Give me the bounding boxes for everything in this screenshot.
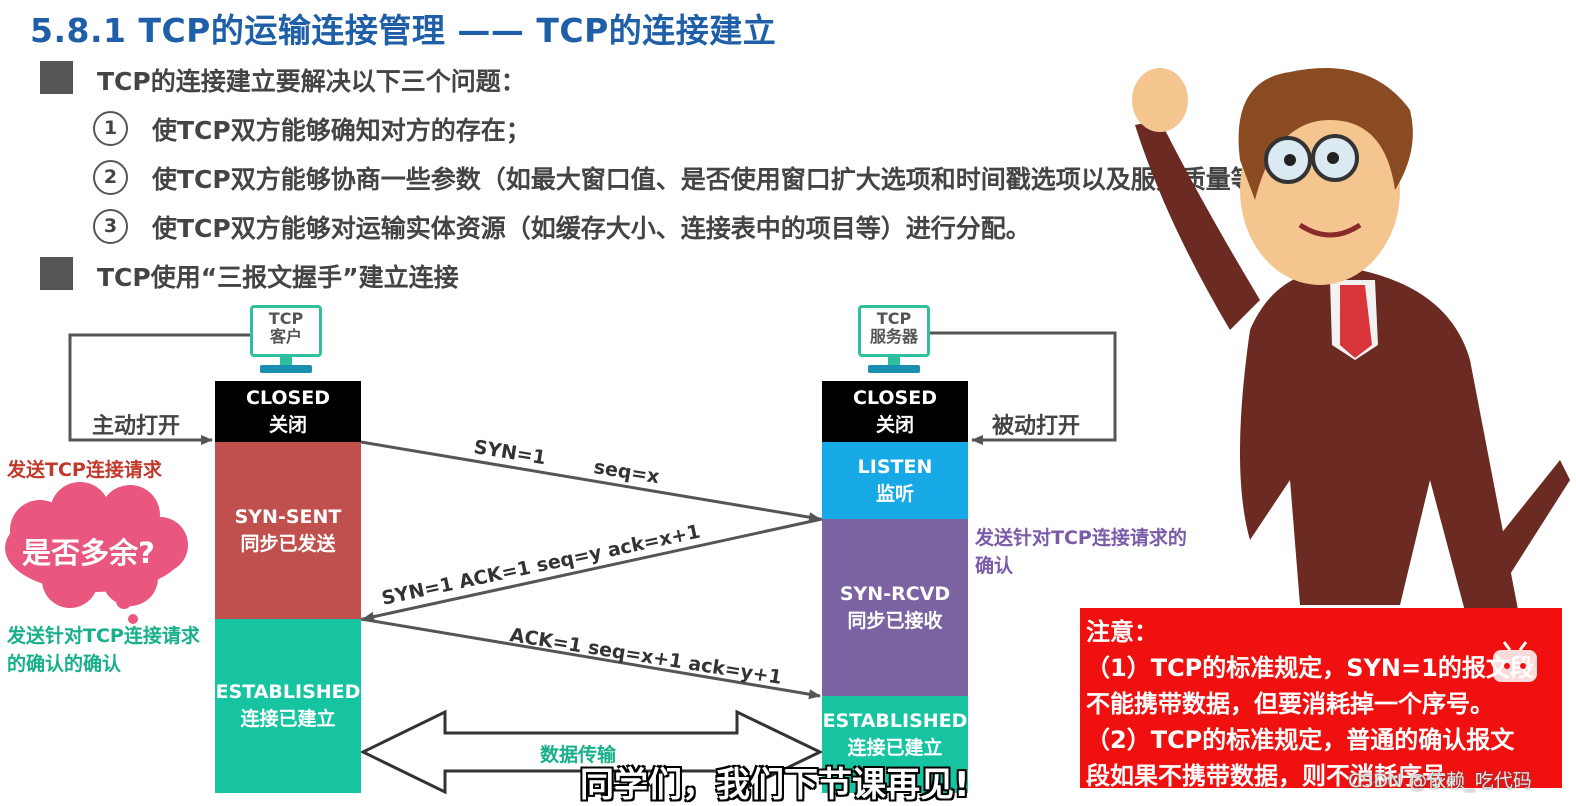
server-state-listen: LISTEN 监听 <box>822 442 968 519</box>
note-title: 注意： <box>1086 618 1158 646</box>
state-zh: 同步已接收 <box>847 609 943 632</box>
video-subtitle: 同学们，我们下节课再见! <box>580 765 970 805</box>
client-state-syn-sent: SYN-SENT 同步已发送 <box>215 442 361 619</box>
note-line-1: （1）TCP的标准规定，SYN=1的报文段 <box>1086 654 1534 682</box>
syn-arrow <box>360 440 821 523</box>
state-zh: 监听 <box>875 482 914 505</box>
note-line-2: 不能携带数据，但要消耗掉一个序号。 <box>1086 690 1494 718</box>
bullet-square <box>40 257 73 290</box>
state-en: CLOSED <box>853 386 937 409</box>
client-label-line2: 客户 <box>269 327 302 346</box>
client-label-line1: TCP <box>268 309 304 328</box>
item-text-1: 使TCP双方能够确知对方的存在； <box>152 116 531 145</box>
video-tv-icon <box>1493 641 1537 682</box>
client-computer-base <box>260 365 312 373</box>
server-label-line1: TCP <box>876 309 912 328</box>
note-line-4: 段如果不携带数据，则不消耗序号。 <box>1086 762 1470 790</box>
server-state-established: ESTABLISHED 连接已建立 <box>822 696 968 793</box>
server-label-line2: 服务器 <box>869 327 918 346</box>
active-open-label: 主动打开 <box>92 414 181 439</box>
page-title: 5.8.1 TCP的运输连接管理 —— TCP的连接建立 <box>30 11 777 50</box>
number-circle-2: 2 <box>93 160 128 195</box>
state-zh: 关闭 <box>268 413 307 436</box>
state-en: ESTABLISHED <box>215 681 361 703</box>
server-open-arrow <box>930 331 1117 445</box>
thought-cloud <box>5 482 188 624</box>
state-zh: 关闭 <box>875 413 914 436</box>
state-zh: 同步已发送 <box>240 532 336 555</box>
server-computer-screen: TCP 服务器 <box>858 305 930 357</box>
server-computer-base <box>868 365 920 373</box>
server-ack-label: 发送针对TCP连接请求的确认 <box>975 527 1187 577</box>
data-transfer-label: 数据传输 <box>540 744 617 766</box>
passive-open-label: 被动打开 <box>992 414 1081 439</box>
bullet-square <box>40 61 73 94</box>
state-en: SYN-RCVD <box>839 582 951 605</box>
number-circle-1: 1 <box>93 111 128 146</box>
state-zh: 连接已建立 <box>847 736 943 759</box>
client-computer-screen: TCP 客户 <box>250 305 322 357</box>
state-en: CLOSED <box>246 386 330 409</box>
client-ack-label: 发送针对TCP连接请求的确认的确认 <box>7 625 200 675</box>
state-en: SYN-SENT <box>234 505 342 528</box>
cartoon-teacher-illustration <box>1132 67 1570 630</box>
state-en: LISTEN <box>857 455 933 478</box>
client-state-closed: CLOSED 关闭 <box>215 381 361 442</box>
client-computer-stand <box>280 356 292 365</box>
client-send-request-label: 发送TCP连接请求 <box>7 459 162 481</box>
note-box: 注意： （1）TCP的标准规定，SYN=1的报文段 不能携带数据，但要消耗掉一个… <box>1080 608 1562 790</box>
state-zh: 连接已建立 <box>240 708 336 730</box>
note-line-3: （2）TCP的标准规定，普通的确认报文 <box>1086 726 1515 754</box>
csdn-watermark: CSDN @依赖_吃代码 <box>1348 770 1532 792</box>
syn-ack-arrow <box>362 517 823 622</box>
server-state-closed: CLOSED 关闭 <box>822 381 968 442</box>
client-open-arrow <box>68 333 250 445</box>
data-transfer-arrow <box>359 709 824 795</box>
bullet-text-1: TCP的连接建立要解决以下三个问题： <box>97 67 526 96</box>
client-state-established: ESTABLISHED 连接已建立 <box>215 619 361 793</box>
number-circle-3: 3 <box>93 209 128 244</box>
item-text-2: 使TCP双方能够协商一些参数（如最大窗口值、是否使用窗口扩大选项和时间戳选项以及… <box>152 165 1294 194</box>
ack-arrow <box>360 617 821 700</box>
item-text-3: 使TCP双方能够对运输实体资源（如缓存大小、连接表中的项目等）进行分配。 <box>152 214 1031 243</box>
server-state-syn-rcvd: SYN-RCVD 同步已接收 <box>822 519 968 696</box>
server-computer-stand <box>888 356 900 365</box>
bullet-text-2: TCP使用“三报文握手”建立连接 <box>97 263 459 292</box>
state-en: ESTABLISHED <box>822 709 968 732</box>
redundant-question-label: 是否多余? <box>22 536 155 570</box>
